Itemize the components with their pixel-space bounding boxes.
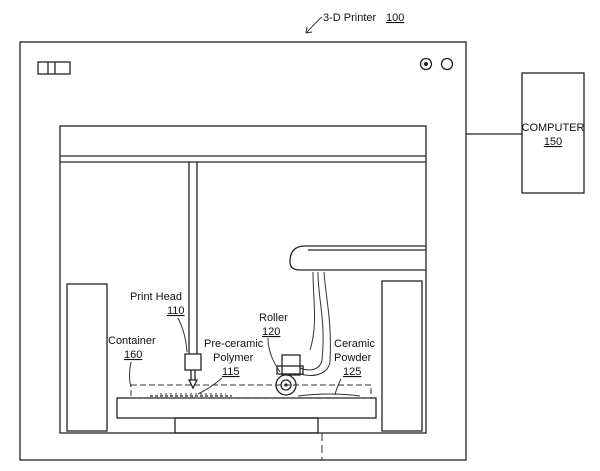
powder-label-line2: Powder [334, 352, 372, 364]
display-indicator-icon [37, 61, 71, 75]
title-arrow-icon [305, 26, 313, 34]
polymer-label-line1: Pre-ceramic [204, 338, 264, 350]
title-leader [305, 16, 323, 34]
power-button-icon [440, 57, 454, 71]
container-leader [129, 361, 132, 388]
container-ref: 160 [124, 349, 142, 361]
polymer-layer [150, 393, 232, 397]
title-ref: 100 [386, 12, 404, 24]
printer-housing [19, 41, 467, 461]
build-chamber [59, 125, 427, 434]
computer-box [521, 72, 585, 194]
computer-label: COMPUTER [522, 122, 585, 134]
right-column [381, 280, 423, 432]
title-name: 3-D Printer [323, 12, 377, 24]
polymer-leader [197, 377, 223, 395]
roller-leader [267, 337, 281, 373]
print-head-label: Print Head [130, 291, 182, 303]
roller-arm [276, 245, 426, 376]
computer-ref: 150 [544, 136, 562, 148]
build-platform [116, 397, 377, 419]
platform-base [174, 417, 319, 434]
powder-surface [297, 393, 361, 397]
print-head [184, 162, 202, 390]
polymer-label-line2: Polymer [213, 352, 254, 364]
print-head-ref: 110 [167, 305, 185, 317]
left-column [66, 283, 108, 432]
powder-leader [334, 378, 342, 396]
powder-label-line1: Ceramic [334, 338, 375, 350]
roller-ref: 120 [262, 326, 280, 338]
title-label: 3-D Printer 100 [305, 12, 404, 34]
print-head-leader [177, 317, 188, 353]
roller-label: Roller [259, 312, 288, 324]
powder-ref: 125 [343, 366, 361, 378]
container-outline [130, 384, 372, 399]
container-label: Container [108, 335, 156, 347]
polymer-ref: 115 [222, 366, 240, 378]
control-knob-icon [419, 57, 433, 71]
